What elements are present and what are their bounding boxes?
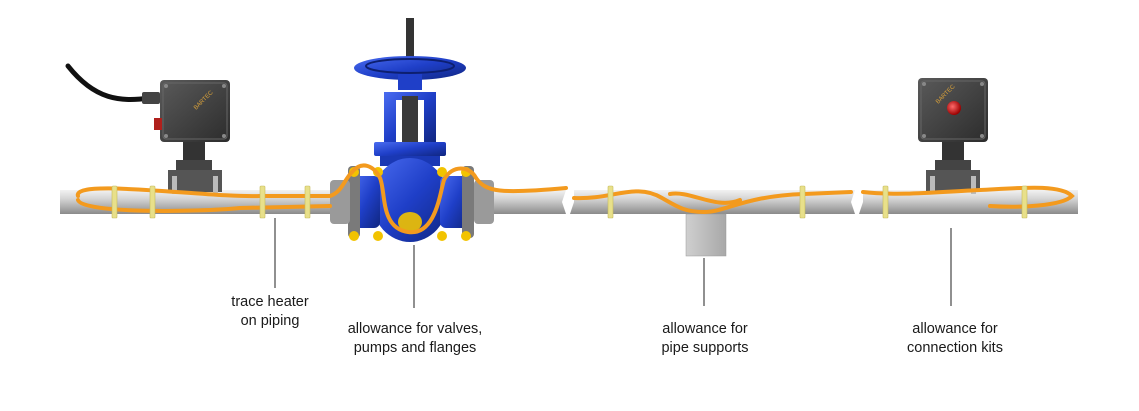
heater-cable (76, 163, 1075, 235)
leader-lines (274, 218, 952, 308)
label-trace-heater-line2: on piping (240, 313, 300, 329)
label-connection-kits-line1: allowance for (912, 321, 998, 337)
valve-stem (406, 18, 414, 70)
label-pipe-supports-line2: pipe supports (661, 340, 749, 356)
label-trace-heater-line1: trace heater (231, 294, 309, 310)
label-pipe-supports: allowance for pipe supports (630, 320, 780, 358)
indicator-lamp-icon (947, 101, 961, 115)
label-trace-heater: trace heater on piping (205, 293, 335, 331)
label-valves-line2: pumps and flanges (353, 340, 477, 356)
label-connection-kits-line2: connection kits (907, 340, 1003, 356)
label-pipe-supports-line1: allowance for (662, 321, 748, 337)
label-connection-kits: allowance for connection kits (880, 320, 1030, 358)
power-cable (65, 63, 153, 102)
valve (330, 18, 494, 242)
junction-box-right: BARTEC (918, 78, 988, 194)
label-valves: allowance for valves, pumps and flanges (320, 320, 510, 358)
junction-box-left: BARTEC (142, 80, 230, 194)
pipe-support (685, 213, 727, 257)
label-valves-line1: allowance for valves, (347, 321, 483, 337)
handwheel (354, 56, 466, 80)
clamp-bands (111, 185, 1028, 219)
